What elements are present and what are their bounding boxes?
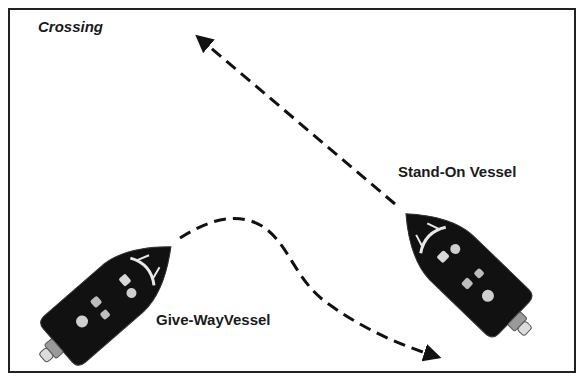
vessel-label: Give-WayVessel <box>156 311 271 328</box>
diagram-title: Crossing <box>38 18 103 35</box>
vessel-label: Stand-On Vessel <box>398 163 516 180</box>
